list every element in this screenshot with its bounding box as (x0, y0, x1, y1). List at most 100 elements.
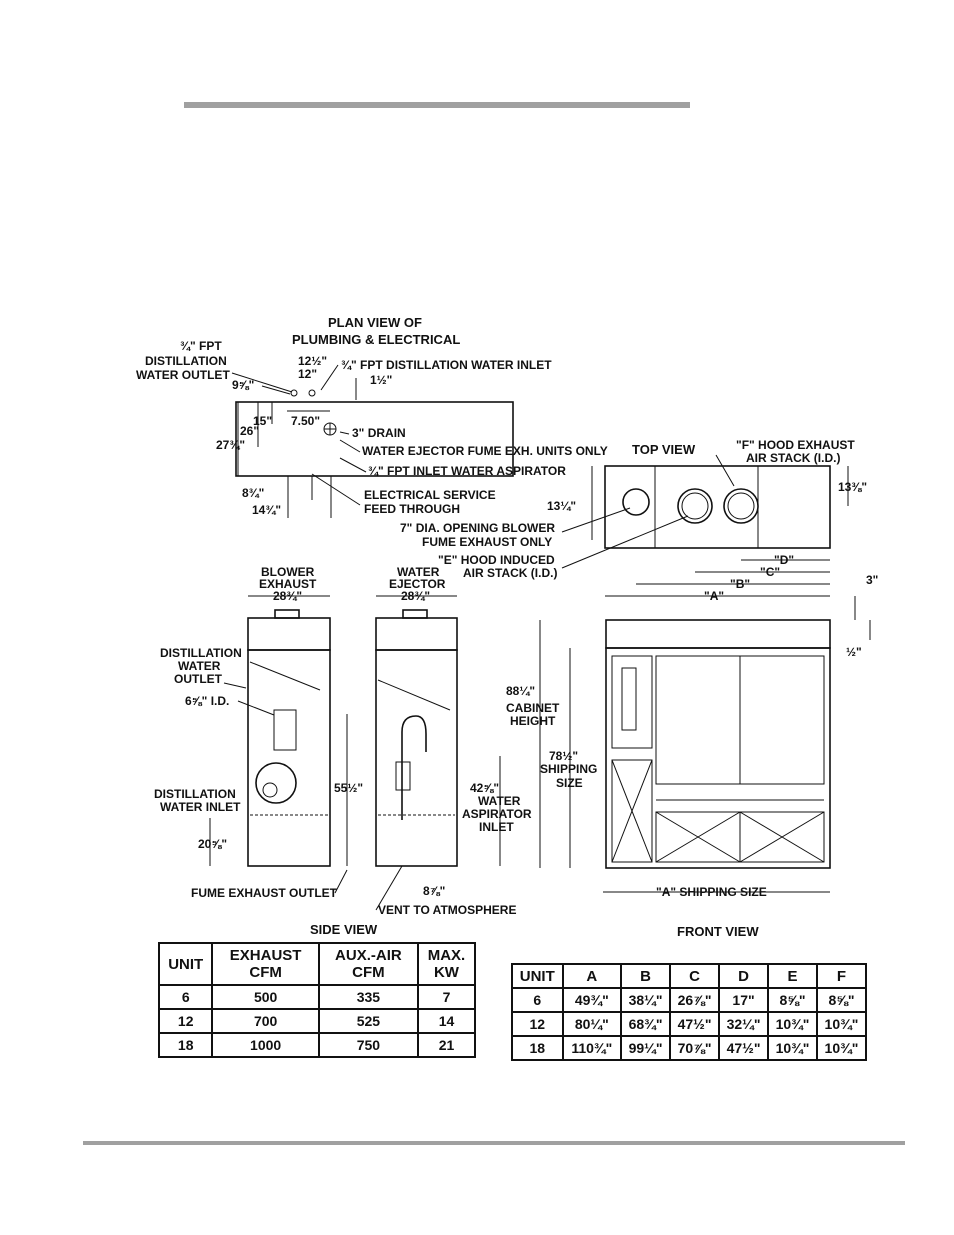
blower-top (247, 617, 331, 651)
leader (339, 457, 367, 473)
leader (237, 700, 275, 716)
table-cell: 47½" (718, 1035, 770, 1061)
opening-label-1: 7" DIA. OPENING BLOWER (400, 521, 555, 535)
table-cell: 12 (511, 1011, 564, 1037)
header-text: UNIT (168, 955, 204, 973)
a-shipping-size: "A" SHIPPING SIZE (656, 885, 767, 899)
e-stack-label-1: "E" HOOD INDUCED (438, 553, 555, 567)
blower-motor (262, 782, 278, 798)
leader (561, 515, 689, 569)
table-row: 6 500 335 7 (157, 984, 477, 1010)
table-cell: 18 (157, 1032, 214, 1058)
side-view-ejector: WATER EJECTOR 28¾" 42⅝" WATER ASPIRATOR … (310, 565, 532, 937)
ejector-label-2: EJECTOR (389, 577, 446, 591)
e-stack-label-2: AIR STACK (I.D.) (463, 566, 557, 580)
opening-label-2: FUME EXHAUST ONLY (422, 535, 552, 549)
table-cell: 8⅝" (767, 987, 818, 1013)
asp-dim: 42⅝" (470, 781, 499, 795)
table-header-cell: UNIT (157, 942, 214, 986)
dim-9-5-8: 9⅝" (232, 378, 254, 392)
inlet-label-1: DISTILLATION (154, 787, 236, 801)
cabinet-height-3: HEIGHT (510, 714, 556, 728)
table-cell: 80¼" (561, 1011, 623, 1037)
dim-12: 12" (298, 367, 317, 381)
ejector-pipe (401, 715, 427, 820)
shipping-size-3: SIZE (556, 776, 583, 790)
header-text: AUX.-AIR (335, 947, 402, 964)
leader (261, 385, 291, 395)
dim-12-5: 12½" (298, 354, 327, 368)
table-row: 18 1000 750 21 (157, 1032, 477, 1058)
dim-7-50: 7.50" (291, 414, 320, 428)
table-cell: 10¾" (767, 1011, 818, 1037)
dim-14-3-4: 14¾" (252, 503, 281, 517)
outlet-label-1: DISTILLATION (160, 646, 242, 660)
side-view-title: SIDE VIEW (310, 922, 378, 937)
elec-label-2: FEED THROUGH (364, 502, 460, 516)
f-stack-outer (723, 488, 759, 524)
front-view-table: UNIT A B C D E F 6 49¾" 38¼" 26⅞" 17" 8⅝… (511, 963, 867, 1061)
table-cell: 8⅝" (816, 987, 867, 1013)
table-cell: 750 (317, 1032, 419, 1058)
top-view-outline (604, 465, 831, 549)
leader (231, 372, 293, 393)
leader (320, 364, 339, 391)
footer-rule (83, 1141, 905, 1145)
table-cell: 1000 (211, 1032, 320, 1058)
top-view: TOP VIEW "F" HOOD EXHAUST AIR STACK (I.D… (400, 438, 867, 603)
dim-26: 26" (240, 424, 259, 438)
cabinet-x (739, 811, 825, 863)
control-display (621, 667, 637, 731)
table-header-cell: A (561, 963, 623, 989)
front-top (605, 619, 831, 649)
table-cell: 14 (416, 1008, 477, 1034)
inlet-label-2: WATER INLET (160, 800, 241, 814)
blower-collar (274, 609, 300, 619)
table-cell: 335 (317, 984, 419, 1010)
leader (223, 682, 247, 689)
front-cabinet (605, 647, 831, 869)
sash-line (249, 661, 321, 691)
dim-c: "C" (760, 565, 780, 579)
elec-label-1: ELECTRICAL SERVICE (364, 488, 496, 502)
control-panel (611, 655, 653, 749)
asp-label-2: ASPIRATOR (462, 807, 532, 821)
header-rule (184, 102, 690, 108)
fitting-outlet (290, 389, 298, 397)
plan-title-line2: PLUMBING & ELECTRICAL (292, 332, 460, 347)
blower-label-1: BLOWER (261, 565, 315, 579)
dim-15: 15" (253, 414, 272, 428)
table-cell: 700 (211, 1008, 320, 1034)
header-text: MAX. (427, 947, 466, 964)
table-cell: 47½" (669, 1011, 721, 1037)
fume-outlet-label: FUME EXHAUST OUTLET (191, 886, 338, 900)
table-cell: 10¾" (816, 1011, 867, 1037)
fitting-inlet (308, 389, 316, 397)
table-row: 18 110¾" 99¼" 70⅞" 47½" 10¾" 10¾" (511, 1035, 867, 1061)
table-header-cell: UNIT (511, 963, 564, 989)
table-header-cell: D (718, 963, 770, 989)
table-cell: 68¾" (620, 1011, 672, 1037)
header-text: KW (433, 964, 459, 981)
front-view: 88¼" CABINET HEIGHT 78½" SHIPPING SIZE 3… (506, 573, 878, 939)
table-header-cell: B (620, 963, 672, 989)
table-cell: 17" (718, 987, 770, 1013)
drain-label: 3" DRAIN (352, 426, 406, 440)
table-cell: 6 (511, 987, 564, 1013)
vent-label: VENT TO ATMOSPHERE (378, 903, 516, 917)
table-cell: 38¼" (620, 987, 672, 1013)
ejector-label-1: WATER (397, 565, 440, 579)
table-cell: 18 (511, 1035, 564, 1061)
blower-duct (273, 709, 297, 751)
leader (375, 865, 403, 911)
table-header-row: UNIT A B C D E F (511, 963, 867, 989)
header-text: CFM (249, 964, 282, 981)
table-cell: 21 (416, 1032, 477, 1058)
cabinet-x (611, 759, 653, 863)
table-header-cell: MAX.KW (416, 942, 477, 986)
table-row: 12 700 525 14 (157, 1008, 477, 1034)
leader (339, 431, 350, 435)
